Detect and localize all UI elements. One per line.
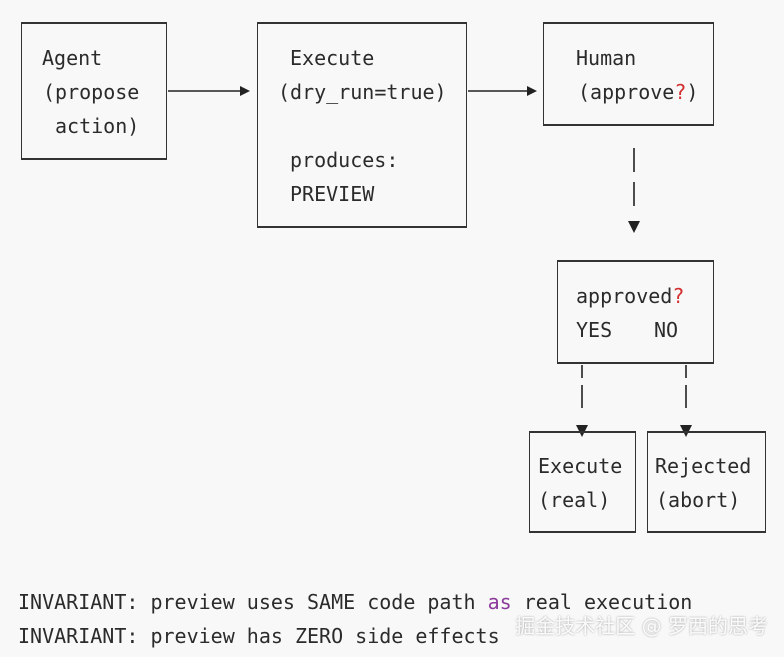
arrowhead-human-to-decision bbox=[628, 221, 640, 233]
dry-run-label: (dry_run=true) bbox=[278, 80, 447, 104]
watermark: 掘金技术社区 @ 罗西的思考 bbox=[515, 614, 768, 638]
execute-real-label: Execute bbox=[538, 454, 623, 478]
real-label: (real) bbox=[538, 488, 611, 512]
execute-real-box bbox=[529, 431, 636, 533]
rejected-box bbox=[647, 431, 766, 533]
no-label: NO bbox=[654, 318, 679, 342]
agent-propose-label: (propose bbox=[43, 80, 140, 104]
execute-dry-run-box bbox=[257, 22, 467, 228]
rejected-label: Rejected bbox=[655, 454, 752, 478]
agent-box bbox=[21, 22, 167, 160]
preview-label: PREVIEW bbox=[290, 182, 375, 206]
invariant-zero-side-effects: INVARIANT: preview has ZERO side effects bbox=[18, 624, 500, 648]
execute-label: Execute bbox=[290, 46, 375, 70]
approval-decision-box bbox=[557, 260, 714, 364]
invariant-same-code-path: INVARIANT: preview uses SAME code path a… bbox=[18, 590, 693, 614]
approved-question-label: approved? bbox=[576, 284, 685, 308]
human-approve-label: (approve?) bbox=[578, 80, 699, 104]
arrowhead-execute-to-human bbox=[527, 86, 537, 96]
yes-label: YES bbox=[576, 318, 613, 342]
abort-label: (abort) bbox=[656, 488, 741, 512]
agent-action-label: action) bbox=[55, 114, 140, 138]
question-mark: ? bbox=[674, 80, 687, 104]
arrowhead-agent-to-execute bbox=[240, 86, 250, 96]
question-mark: ? bbox=[672, 284, 685, 308]
keyword-as: as bbox=[487, 590, 512, 614]
human-box bbox=[543, 22, 714, 126]
agent-label: Agent bbox=[42, 46, 103, 70]
produces-label: produces: bbox=[290, 148, 399, 172]
human-label: Human bbox=[576, 46, 637, 70]
